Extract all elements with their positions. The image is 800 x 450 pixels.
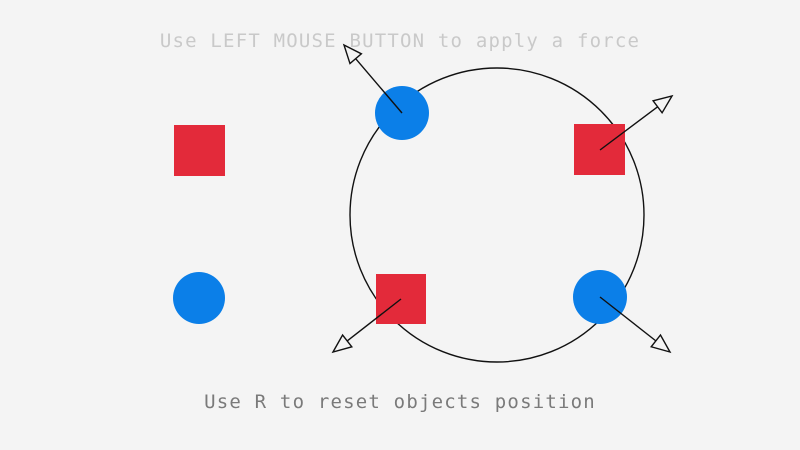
force-vector	[331, 298, 402, 354]
force-vector-arrowhead-icon	[342, 43, 363, 65]
force-vector-arrowhead-icon	[650, 333, 672, 354]
force-vector	[342, 43, 403, 114]
force-vector-shaft	[355, 58, 403, 114]
force-vector	[599, 94, 674, 151]
force-vector-shaft	[599, 296, 657, 342]
force-vector-arrowhead-icon	[651, 94, 674, 115]
force-vector	[599, 296, 672, 354]
force-vector-shaft	[346, 298, 402, 342]
force-vector-arrowhead-icon	[331, 333, 354, 354]
body-square[interactable]	[174, 125, 225, 176]
body-square[interactable]	[574, 124, 625, 175]
force-vectors-layer	[331, 43, 674, 354]
hint-text-reset-objects: Use R to reset objects position	[204, 391, 596, 413]
hint-text-apply-force: Use LEFT MOUSE BUTTON to apply a force	[159, 30, 641, 52]
body-circle[interactable]	[173, 272, 225, 324]
boundary-circle	[349, 67, 645, 363]
force-vector-shaft	[599, 106, 659, 151]
